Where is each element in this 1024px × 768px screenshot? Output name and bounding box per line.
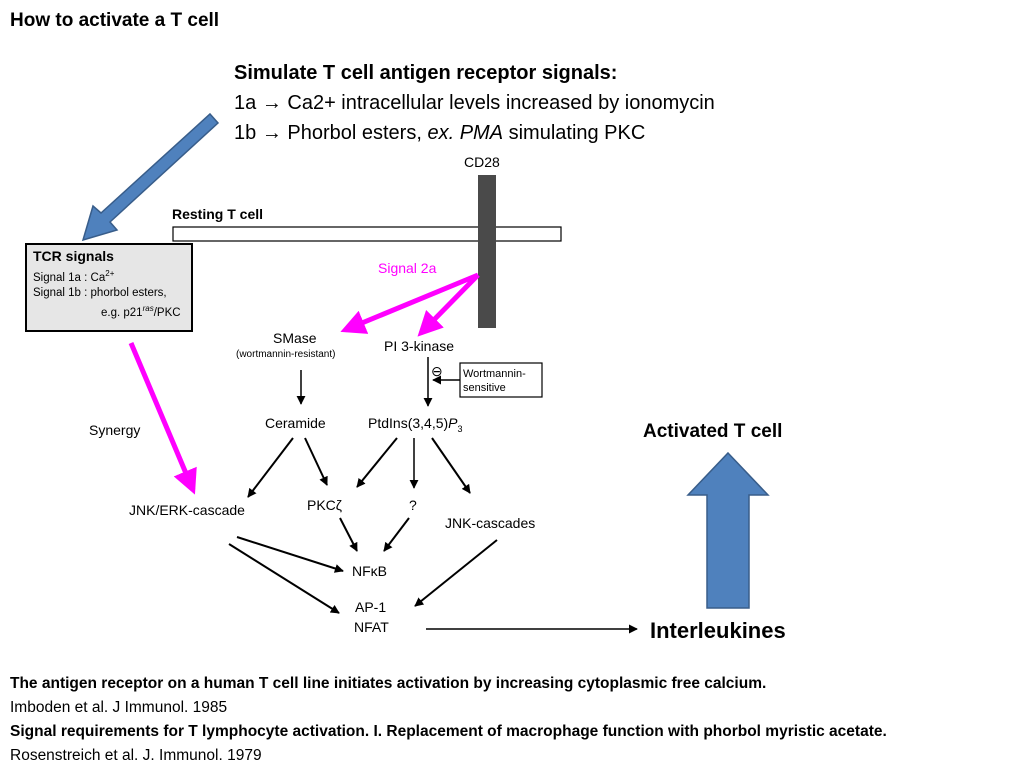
reference-2-cite: Rosenstreich et al. J. Immunol. 1979: [10, 747, 262, 764]
signal-2a-label: Signal 2a: [378, 260, 437, 276]
reference-1-cite: Imboden et al. J Immunol. 1985: [10, 699, 228, 716]
ptdins-sub: 3: [458, 424, 463, 434]
simulate-line-1b: 1b → Phorbol esters, ex. PMA simulating …: [234, 118, 715, 148]
ptdins-label: PtdIns(3,4,5)P3: [368, 415, 463, 434]
tcr-line-1: Signal 1a : Ca2+: [33, 266, 185, 286]
tcr-line-3: e.g. p21ras/PKC: [33, 301, 185, 321]
line-1b-text-b: simulating PKC: [503, 122, 646, 144]
arrow-pkc-nfkb: [339, 517, 358, 552]
reference-1-title: The antigen receptor on a human T cell l…: [10, 675, 767, 692]
arrow-ceramide-pkc: [304, 437, 328, 486]
line-1a-text: Ca2+ intracellular levels increased by i…: [287, 92, 715, 114]
arrow-question-nfkb: [383, 517, 410, 552]
cd28-label: CD28: [464, 154, 500, 170]
resting-t-cell-label: Resting T cell: [172, 206, 263, 222]
line-1b-text-italic: ex. PMA: [427, 122, 504, 144]
simulate-block: Simulate T cell antigen receptor signals…: [234, 58, 715, 148]
arrow-jnk-ap1: [414, 539, 498, 607]
pi3k-label: PI 3-kinase: [384, 338, 454, 354]
ap1-label: AP-1: [355, 599, 386, 615]
wortmannin-line-1: Wortmannin-: [463, 368, 526, 380]
reference-2-title: Signal requirements for T lymphocyte act…: [10, 723, 887, 740]
tcr-line-1-text: Signal 1a : Ca: [33, 271, 106, 284]
slide-title: How to activate a T cell: [10, 10, 220, 31]
arrow-ptdins-pkc: [356, 437, 398, 488]
tcr-line-2: Signal 1b : phorbol esters,: [33, 286, 167, 299]
cd28-receptor: [478, 175, 496, 328]
tcr-signals-box: TCR signals Signal 1a : Ca2+ Signal 1b :…: [25, 243, 193, 332]
ptdins-p: P: [448, 415, 458, 431]
synergy-label: Synergy: [89, 422, 140, 438]
ptdins-main: PtdIns(3,4,5): [368, 415, 448, 431]
arrow-jnkerk-nfkb: [236, 536, 344, 573]
nfat-label: NFAT: [354, 619, 389, 635]
tcr-line-1-sup: 2+: [105, 269, 115, 278]
smase-sublabel: (wortmannin-resistant): [236, 349, 335, 360]
arrow-jnkerk-ap1: [228, 543, 340, 614]
wortmannin-line-2: sensitive: [463, 382, 506, 394]
signal-2a-arrow-smase: [340, 272, 479, 334]
ceramide-label: Ceramide: [265, 415, 326, 431]
tcr-signals-title: TCR signals: [33, 248, 114, 264]
synergy-arrow: [128, 342, 197, 495]
references: The antigen receptor on a human T cell l…: [10, 672, 887, 768]
question-label: ?: [409, 497, 417, 513]
activated-t-cell-label: Activated T cell: [643, 421, 782, 442]
line-1a-prefix: 1a: [234, 92, 257, 114]
smase-label: SMase: [273, 330, 317, 346]
simulate-line-1a: 1a → Ca2+ intracellular levels increased…: [234, 88, 715, 118]
interleukines-label: Interleukines: [650, 618, 786, 643]
jnk-erk-label: JNK/ERK-cascade: [129, 502, 245, 518]
arrow-ceramide-jnkerk: [247, 437, 294, 498]
blue-up-arrow: [686, 451, 770, 609]
right-arrow-icon: →: [261, 92, 282, 114]
tcr-line-3-sup: ras: [142, 303, 154, 313]
arrow-ptdins-jnk: [431, 437, 471, 494]
jnk-cascades-label: JNK-cascades: [445, 515, 535, 531]
tcr-line-3-b: /PKC: [153, 306, 181, 319]
signal-2a-arrow-pi3k: [417, 273, 480, 337]
line-1b-prefix: 1b: [234, 122, 257, 144]
line-1b-text-a: Phorbol esters,: [287, 122, 428, 144]
right-arrow-icon: →: [261, 122, 282, 144]
pkc-zeta-label: PKCζ: [307, 497, 342, 513]
blue-diagonal-arrow: [81, 112, 220, 242]
minus-icon: ⊖: [431, 363, 443, 379]
membrane-bar: [172, 226, 562, 242]
tcr-line-3-a: e.g. p21: [101, 306, 143, 319]
simulate-heading: Simulate T cell antigen receptor signals…: [234, 62, 618, 84]
nfkb-label: NFκB: [352, 563, 387, 579]
